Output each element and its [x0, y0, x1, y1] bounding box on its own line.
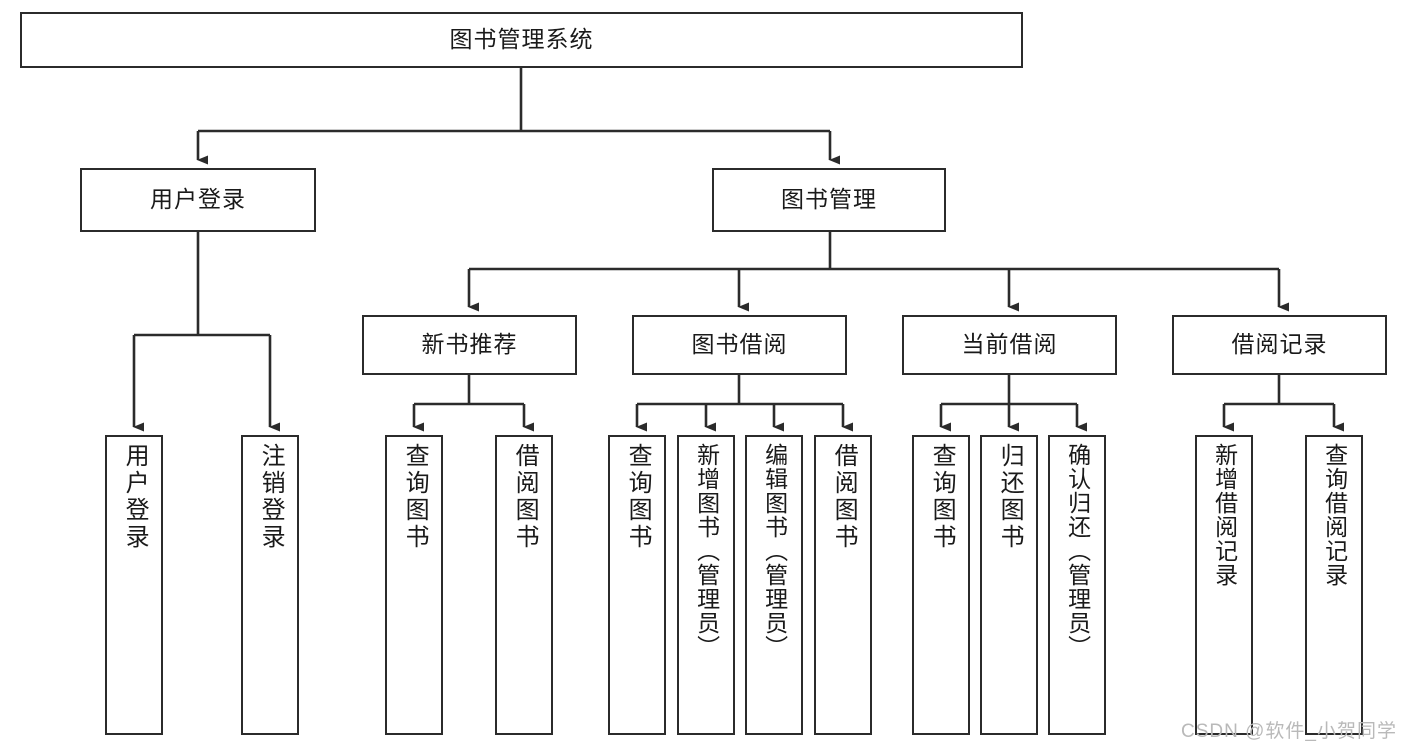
leaf-label: 新增图书（管理员）	[693, 443, 720, 659]
leaf-label: 确认归还（管理员）	[1064, 443, 1091, 659]
leaf-borrow-borrow-book[interactable]: 借阅图书	[814, 435, 872, 735]
leaf-current-query-book[interactable]: 查询图书	[912, 435, 970, 735]
leaf-label: 用户登录	[121, 443, 149, 551]
leaf-label: 新增借阅记录	[1211, 443, 1238, 587]
watermark-text: CSDN @软件_小贺同学	[1181, 721, 1397, 742]
leaf-borrow-query-book[interactable]: 查询图书	[608, 435, 666, 735]
leaf-borrow-edit-book-admin[interactable]: 编辑图书（管理员）	[745, 435, 803, 735]
leaf-recommend-borrow-book[interactable]: 借阅图书	[495, 435, 553, 735]
leaf-user-login-signout[interactable]: 注销登录	[241, 435, 299, 735]
leaf-label: 编辑图书（管理员）	[761, 443, 788, 659]
node-current-borrow[interactable]: 当前借阅	[902, 315, 1117, 375]
leaf-label: 借阅图书	[830, 443, 858, 551]
node-new-book-recommend[interactable]: 新书推荐	[362, 315, 577, 375]
leaf-label: 查询图书	[928, 443, 956, 551]
leaf-user-login-signin[interactable]: 用户登录	[105, 435, 163, 735]
node-user-login[interactable]: 用户登录	[80, 168, 316, 232]
leaf-current-confirm-return-admin[interactable]: 确认归还（管理员）	[1048, 435, 1106, 735]
leaf-label: 注销登录	[257, 443, 285, 551]
leaf-label: 查询借阅记录	[1321, 443, 1348, 587]
node-book-management[interactable]: 图书管理	[712, 168, 946, 232]
leaf-label: 借阅图书	[511, 443, 539, 551]
node-borrow-record[interactable]: 借阅记录	[1172, 315, 1387, 375]
leaf-current-return-book[interactable]: 归还图书	[980, 435, 1038, 735]
leaf-record-add-record[interactable]: 新增借阅记录	[1195, 435, 1253, 735]
leaf-borrow-add-book-admin[interactable]: 新增图书（管理员）	[677, 435, 735, 735]
leaf-record-query-record[interactable]: 查询借阅记录	[1305, 435, 1363, 735]
leaf-label: 查询图书	[624, 443, 652, 551]
leaf-recommend-query-book[interactable]: 查询图书	[385, 435, 443, 735]
node-root-system[interactable]: 图书管理系统	[20, 12, 1023, 68]
leaf-label: 归还图书	[996, 443, 1024, 551]
node-book-borrow[interactable]: 图书借阅	[632, 315, 847, 375]
leaf-label: 查询图书	[401, 443, 429, 551]
